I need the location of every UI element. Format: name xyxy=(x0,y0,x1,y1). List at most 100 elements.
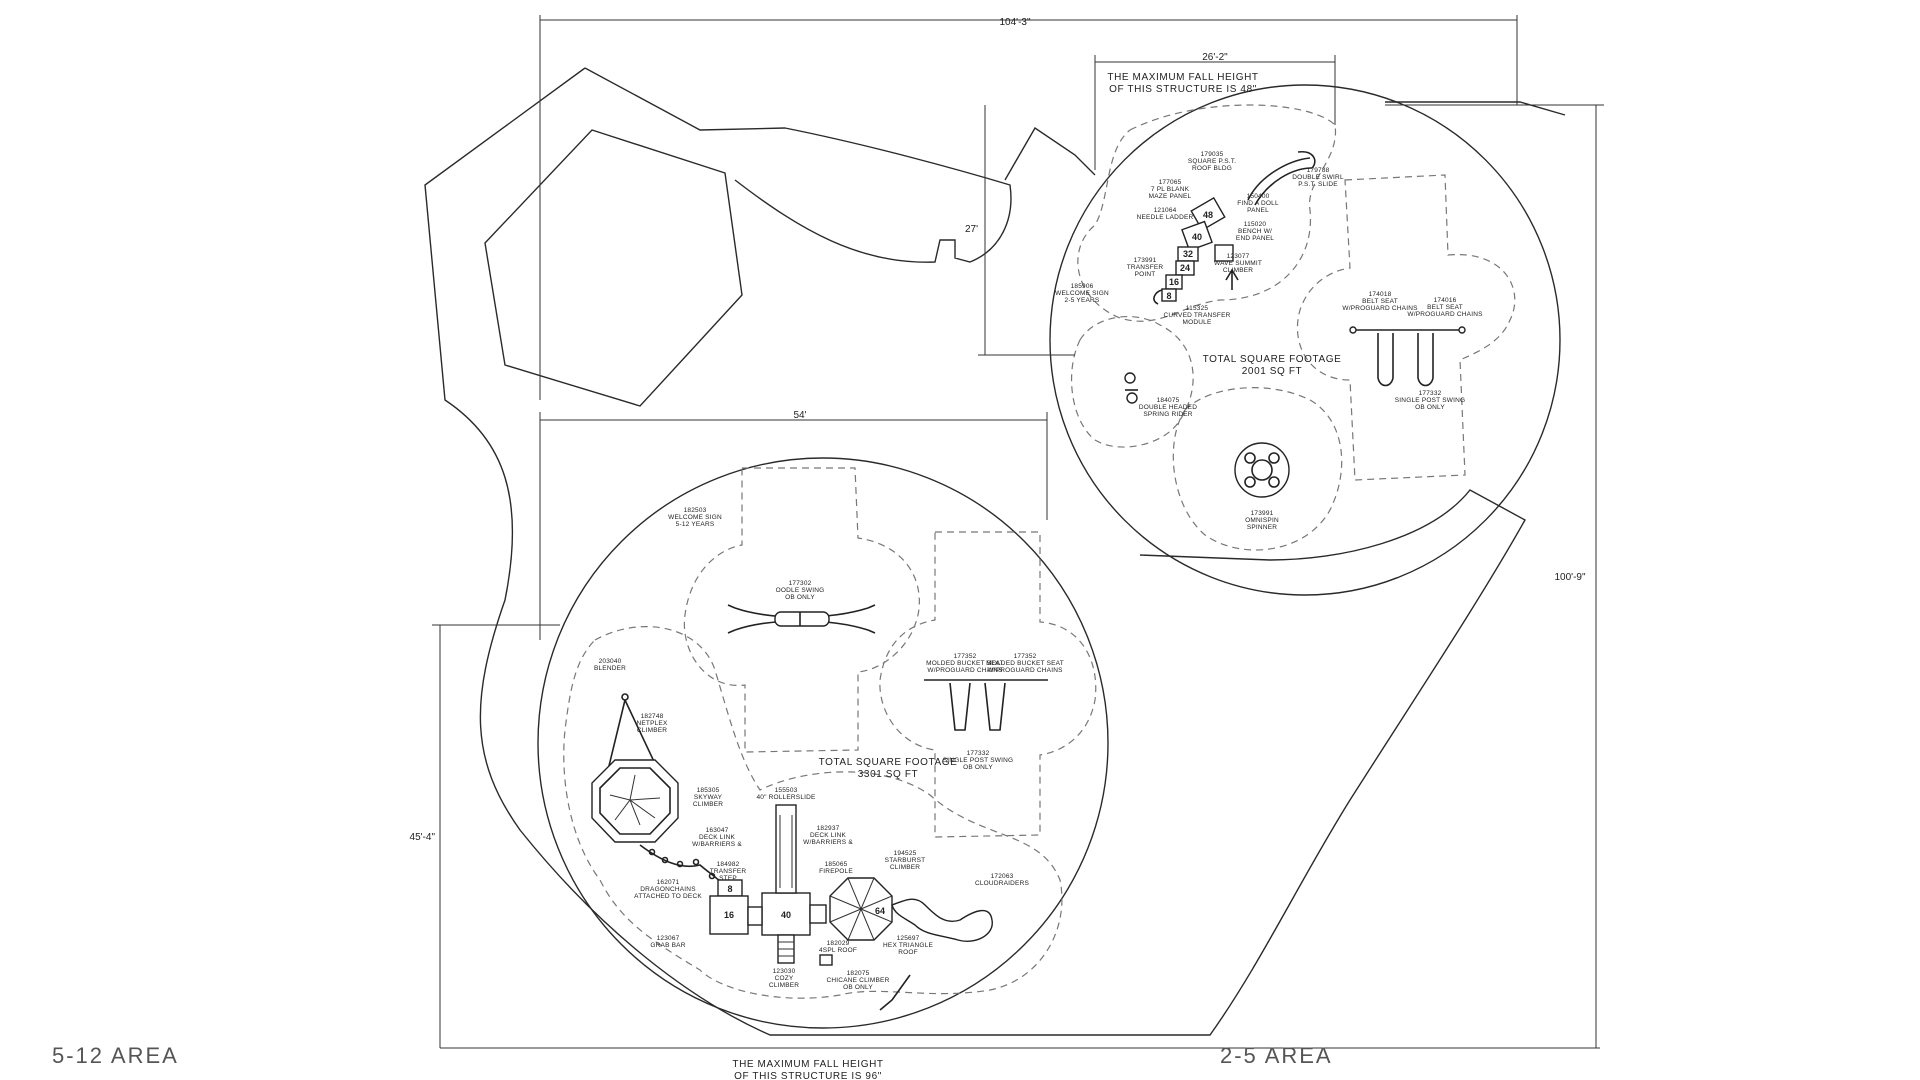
svg-text:DOUBLE SWIRL: DOUBLE SWIRL xyxy=(1292,174,1344,181)
svg-text:W/PROGUARD CHAINS: W/PROGUARD CHAINS xyxy=(1342,305,1418,312)
svg-text:WAVE SUMMIT: WAVE SUMMIT xyxy=(1214,260,1262,267)
svg-text:173991: 173991 xyxy=(1251,510,1274,517)
svg-text:185065: 185065 xyxy=(825,861,848,868)
area-2-5-boundary xyxy=(1049,84,1561,596)
svg-text:WELCOME SIGN: WELCOME SIGN xyxy=(668,514,722,521)
svg-text:OMNISPIN: OMNISPIN xyxy=(1245,517,1279,524)
svg-text:SPRING RIDER: SPRING RIDER xyxy=(1143,411,1192,418)
svg-text:184982: 184982 xyxy=(717,861,740,868)
svg-text:115325: 115325 xyxy=(1186,305,1209,312)
svg-text:POINT: POINT xyxy=(1135,271,1156,278)
svg-text:185906: 185906 xyxy=(1071,283,1094,290)
overall-width-dim: 104'-3" xyxy=(999,17,1030,28)
large-play-structure: 8 16 40 64 xyxy=(709,804,993,1011)
oodle-swing xyxy=(727,604,876,634)
large-deck-16: 16 xyxy=(724,910,734,920)
svg-text:162071: 162071 xyxy=(657,879,680,886)
svg-text:185305: 185305 xyxy=(697,787,720,794)
small-width-dim: 26'-2" xyxy=(1202,52,1228,63)
svg-text:DOUBLE HEADED: DOUBLE HEADED xyxy=(1139,404,1197,411)
svg-text:SINGLE POST SWING: SINGLE POST SWING xyxy=(943,757,1013,764)
svg-text:W/BARRIERS &: W/BARRIERS & xyxy=(803,839,853,846)
svg-text:182748: 182748 xyxy=(641,713,664,720)
small-deck-16: 16 xyxy=(1169,277,1179,287)
svg-text:SINGLE POST SWING: SINGLE POST SWING xyxy=(1395,397,1465,404)
svg-text:CLIMBER: CLIMBER xyxy=(637,727,667,734)
svg-text:DECK LINK: DECK LINK xyxy=(810,832,847,839)
svg-text:177332: 177332 xyxy=(1419,390,1442,397)
svg-text:182029: 182029 xyxy=(827,940,850,947)
svg-text:CLIMBER: CLIMBER xyxy=(693,801,723,808)
small-sqft-line2: 2001 SQ FT xyxy=(1242,366,1302,377)
svg-text:179035: 179035 xyxy=(1201,151,1224,158)
svg-text:177352: 177352 xyxy=(1014,653,1037,660)
svg-text:177352: 177352 xyxy=(954,653,977,660)
svg-text:163047: 163047 xyxy=(706,827,729,834)
svg-text:MOLDED BUCKET SEAT: MOLDED BUCKET SEAT xyxy=(986,660,1064,667)
svg-text:182075: 182075 xyxy=(847,970,870,977)
svg-text:MODULE: MODULE xyxy=(1182,319,1211,326)
large-height-dim: 45'-4" xyxy=(410,832,436,843)
svg-text:STEP: STEP xyxy=(719,875,737,882)
small-area-equipment: THE MAXIMUM FALL HEIGHT OF THIS STRUCTUR… xyxy=(1055,72,1483,531)
svg-text:184075: 184075 xyxy=(1157,397,1180,404)
large-area-equipment: TOTAL SQUARE FOOTAGE 3301 SQ FT THE MAXI… xyxy=(591,507,1064,1080)
large-deck-64: 64 xyxy=(875,906,885,916)
small-play-structure: 48 40 32 24 16 8 xyxy=(1153,151,1316,305)
octagon-net-climber xyxy=(591,693,679,843)
svg-text:MOLDED BUCKET SEAT: MOLDED BUCKET SEAT xyxy=(926,660,1004,667)
svg-text:172063: 172063 xyxy=(991,873,1014,880)
svg-text:177332: 177332 xyxy=(967,750,990,757)
svg-text:194525: 194525 xyxy=(894,850,917,857)
large-sqft-line1: TOTAL SQUARE FOOTAGE xyxy=(819,757,958,768)
svg-text:BELT SEAT: BELT SEAT xyxy=(1427,304,1463,311)
svg-text:OB ONLY: OB ONLY xyxy=(1415,404,1445,411)
hexagon-pad xyxy=(484,129,743,407)
omnispin-spinner xyxy=(1234,442,1290,498)
large-deck-8: 8 xyxy=(727,884,732,894)
svg-text:OB ONLY: OB ONLY xyxy=(785,594,815,601)
small-swing-set xyxy=(1349,326,1466,387)
svg-text:P.S.T. SLIDE: P.S.T. SLIDE xyxy=(1298,181,1338,188)
small-deck-48: 48 xyxy=(1203,210,1213,220)
svg-text:SQUARE P.S.T.: SQUARE P.S.T. xyxy=(1188,158,1236,165)
small-deck-24: 24 xyxy=(1180,263,1190,273)
svg-text:GRAB BAR: GRAB BAR xyxy=(650,942,685,949)
svg-text:SPINNER: SPINNER xyxy=(1247,524,1277,531)
svg-text:CLOUDRAIDERS: CLOUDRAIDERS xyxy=(975,880,1030,887)
svg-text:155503: 155503 xyxy=(775,787,798,794)
svg-text:FIND A DOLL: FIND A DOLL xyxy=(1237,200,1279,207)
spring-rider xyxy=(1124,372,1138,404)
svg-text:CLIMBER: CLIMBER xyxy=(769,982,799,989)
large-sqft-line2: 3301 SQ FT xyxy=(858,769,918,780)
svg-text:4SPL ROOF: 4SPL ROOF xyxy=(819,947,857,954)
svg-text:WELCOME SIGN: WELCOME SIGN xyxy=(1055,290,1109,297)
small-fall-height-line2: OF THIS STRUCTURE IS 48" xyxy=(1109,84,1257,95)
svg-text:FIREPOLE: FIREPOLE xyxy=(819,868,853,875)
svg-text:121064: 121064 xyxy=(1154,207,1177,214)
svg-text:115020: 115020 xyxy=(1244,221,1267,228)
